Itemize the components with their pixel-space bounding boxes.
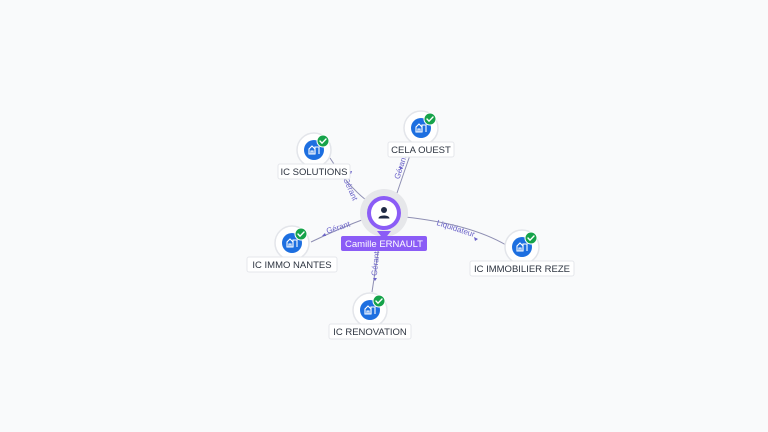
company-building-icon bbox=[308, 145, 320, 155]
edge-arrow-icon bbox=[400, 166, 403, 170]
company-node[interactable]: IC IMMO NANTES bbox=[246, 225, 338, 273]
verified-check-icon bbox=[316, 134, 330, 148]
center-pin-tip bbox=[377, 231, 391, 240]
company-label-bg bbox=[328, 323, 412, 340]
company-building-icon bbox=[415, 123, 427, 133]
relation-edge bbox=[404, 216, 507, 246]
center-person-node[interactable]: Camille ERNAULT bbox=[341, 189, 427, 251]
company-label: IC RENOVATION bbox=[333, 327, 407, 338]
company-label-bg bbox=[387, 141, 455, 158]
relation-label: Liquidateur bbox=[436, 218, 477, 239]
center-person-label: Camille ERNAULT bbox=[345, 239, 423, 250]
company-building-icon bbox=[286, 238, 298, 248]
edge-arrow-icon bbox=[373, 278, 377, 281]
edge-arrow-icon bbox=[474, 237, 478, 241]
company-label: CELA OUEST bbox=[391, 145, 451, 156]
nodes-layer: IC SOLUTIONS CELA OUEST IC IMMO NANTES IC I… bbox=[246, 110, 575, 340]
relation-edge bbox=[329, 157, 367, 201]
verified-check-icon bbox=[372, 294, 386, 308]
company-label: IC IMMOBILIER REZE bbox=[474, 264, 570, 275]
relation-label: Gérant bbox=[341, 176, 359, 203]
company-label-bg bbox=[469, 260, 575, 277]
verified-check-icon bbox=[294, 227, 308, 241]
edge-arrow-icon bbox=[322, 233, 326, 236]
person-icon bbox=[378, 207, 390, 219]
company-building-icon bbox=[364, 305, 376, 315]
relation-label: Gérant bbox=[325, 219, 352, 235]
company-node[interactable]: IC SOLUTIONS bbox=[277, 132, 351, 180]
company-node[interactable]: IC RENOVATION bbox=[328, 292, 412, 340]
company-label-bg bbox=[246, 256, 338, 273]
company-label: IC SOLUTIONS bbox=[280, 167, 347, 178]
relation-label: Gérant bbox=[370, 250, 382, 276]
company-label-bg bbox=[277, 163, 351, 180]
company-node[interactable]: CELA OUEST bbox=[387, 110, 455, 158]
verified-check-icon bbox=[524, 231, 538, 245]
verified-check-icon bbox=[423, 112, 437, 126]
company-label: IC IMMO NANTES bbox=[252, 260, 331, 271]
company-building-icon bbox=[516, 242, 528, 252]
center-label-bg bbox=[341, 236, 427, 251]
company-node[interactable]: IC IMMOBILIER REZE bbox=[469, 229, 575, 277]
